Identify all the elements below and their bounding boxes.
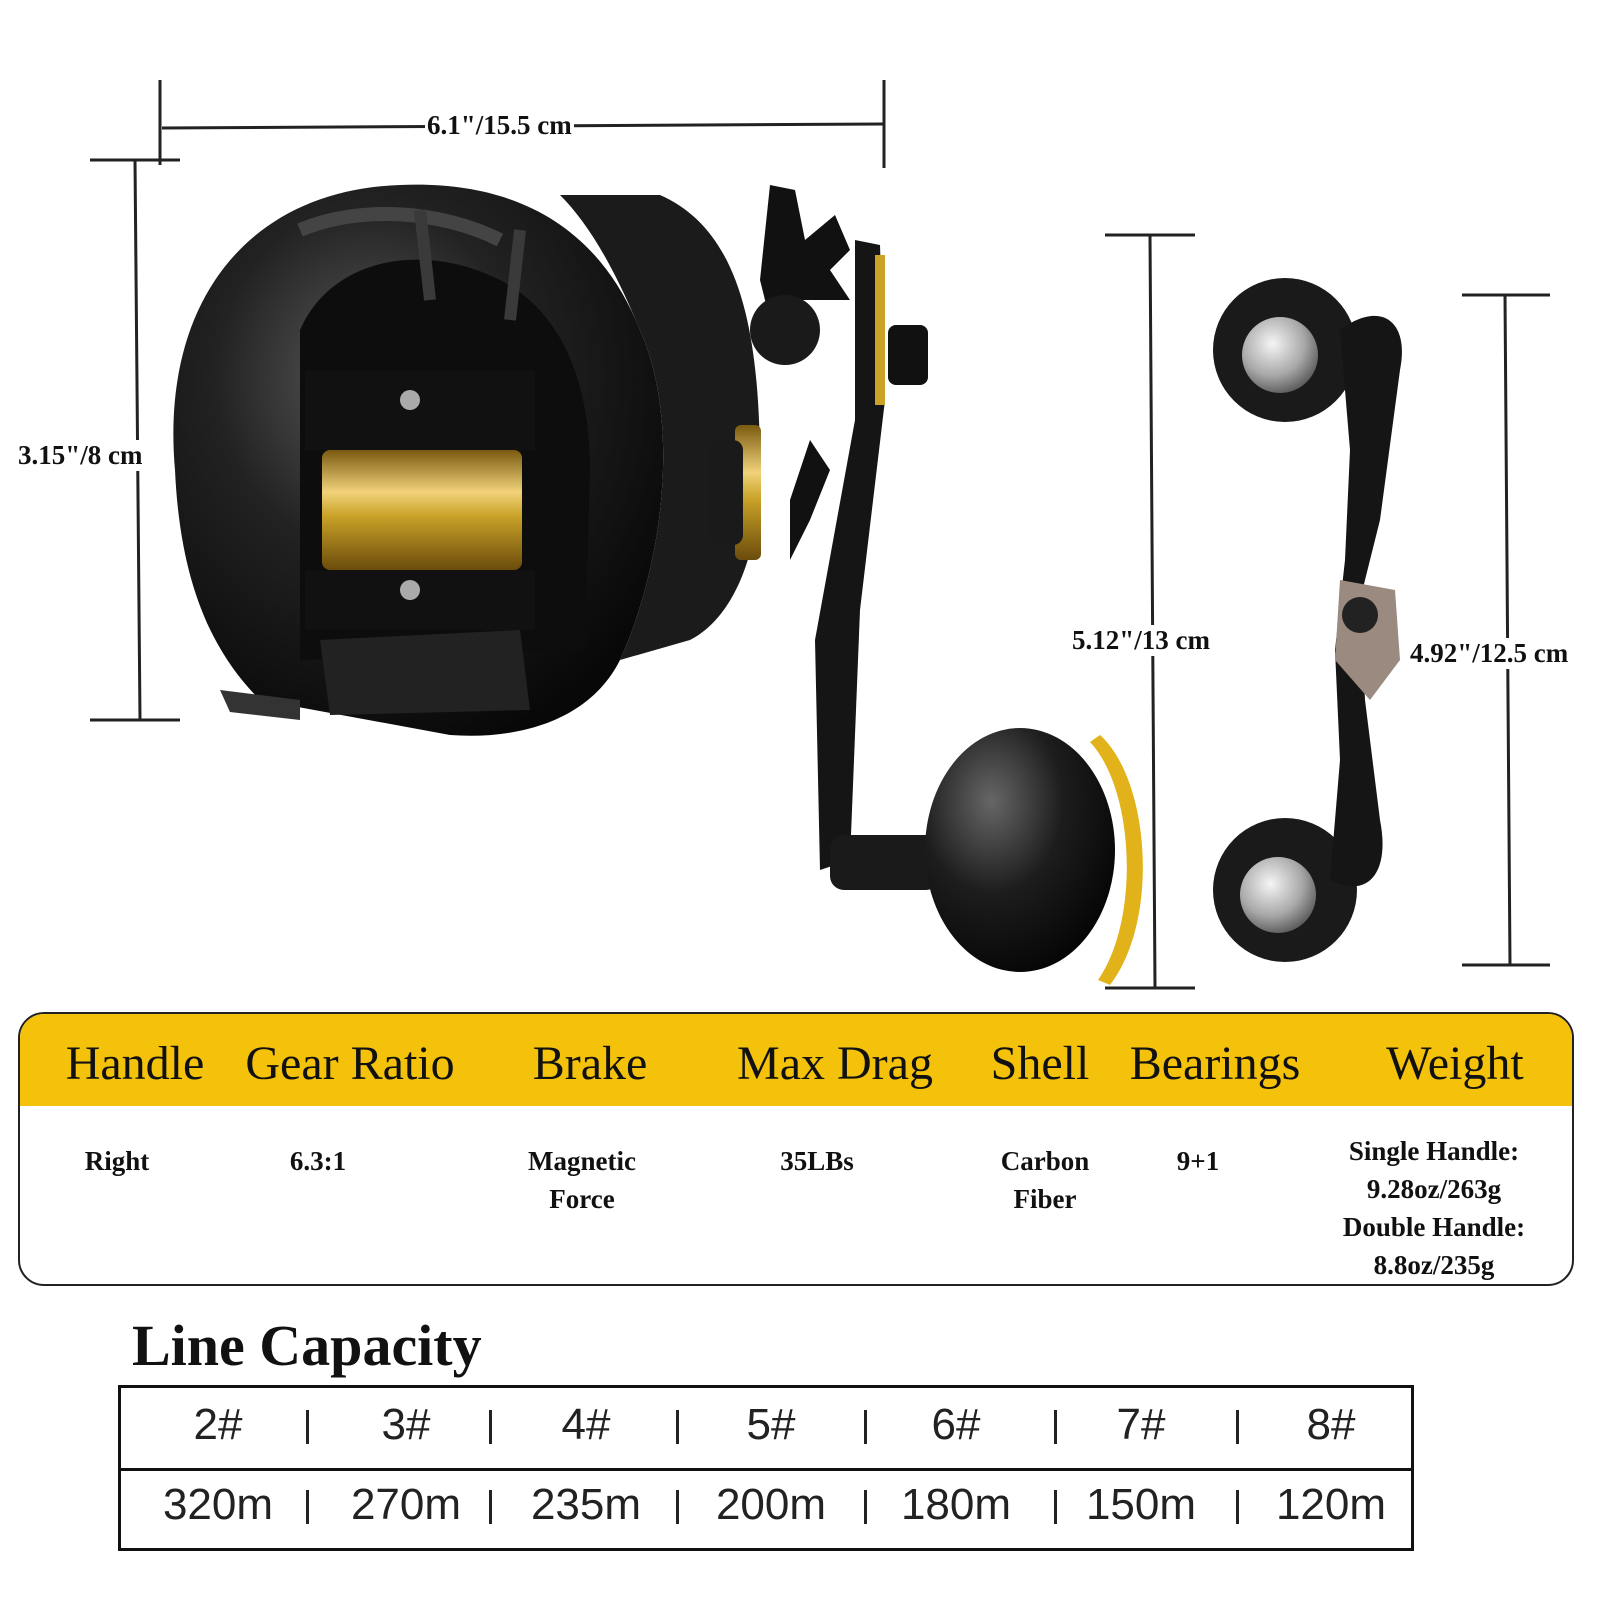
spec-header-weight: Weight — [1386, 1037, 1524, 1090]
column-separator — [1236, 1490, 1239, 1524]
line-length-cell: 270m — [350, 1480, 462, 1529]
column-separator — [306, 1410, 309, 1444]
spec-header-shell: Shell — [990, 1037, 1090, 1090]
spec-header-max-drag: Max Drag — [737, 1037, 933, 1090]
double-handle-length-dimension-line — [1462, 293, 1550, 967]
handle-arm — [815, 240, 940, 890]
line-capacity-table: 2# 3# 4# 5# 6# 7# 8# 320m 270m 235m 200m… — [118, 1385, 1414, 1551]
column-separator — [676, 1410, 679, 1444]
line-length-cell: 320m — [162, 1480, 274, 1529]
line-size-cell: 3# — [381, 1400, 431, 1449]
line-length-cell: 180m — [900, 1480, 1012, 1529]
line-size-cell: 2# — [193, 1400, 243, 1449]
spec-header-handle: Handle — [65, 1037, 205, 1090]
spec-header-brake: Brake — [532, 1037, 648, 1090]
line-length-row: 320m 270m 235m 200m 180m 150m 120m — [121, 1468, 1411, 1548]
width-label: 6.1"/15.5 cm — [425, 110, 574, 141]
spec-header-bearings: Bearings — [1129, 1037, 1301, 1090]
column-separator — [1054, 1410, 1057, 1444]
column-separator — [1236, 1410, 1239, 1444]
spec-value-handle: Right — [84, 1146, 150, 1176]
line-length-cell: 150m — [1085, 1480, 1197, 1529]
column-separator — [1054, 1490, 1057, 1524]
spec-value-gear-ratio: 6.3:1 — [289, 1146, 347, 1176]
spec-value-max-drag: 35LBs — [780, 1146, 854, 1176]
height-label: 3.15"/8 cm — [16, 440, 145, 471]
spec-table: Handle Gear Ratio Brake Max Drag Shell B… — [18, 1012, 1574, 1286]
product-illustration — [90, 80, 1550, 990]
spec-value-bearings: 9+1 — [1176, 1146, 1220, 1176]
column-separator — [306, 1490, 309, 1524]
line-length-cell: 200m — [715, 1480, 827, 1529]
reel-body — [173, 184, 760, 736]
column-separator — [489, 1490, 492, 1524]
power-knob — [925, 728, 1143, 985]
line-capacity-title: Line Capacity — [132, 1313, 482, 1378]
column-separator — [864, 1410, 867, 1444]
line-length-cell: 120m — [1275, 1480, 1387, 1529]
double-handle — [1213, 278, 1402, 962]
column-separator — [864, 1490, 867, 1524]
line-size-cell: 6# — [931, 1400, 981, 1449]
line-size-cell: 7# — [1116, 1400, 1166, 1449]
column-separator — [489, 1410, 492, 1444]
spec-header-gear-ratio: Gear Ratio — [245, 1037, 455, 1090]
spec-header-bar — [20, 1014, 1572, 1106]
line-length-cell: 235m — [530, 1480, 642, 1529]
double-handle-length-label: 4.92"/12.5 cm — [1408, 638, 1571, 669]
handle-length-label: 5.12"/13 cm — [1070, 625, 1212, 656]
line-size-cell: 8# — [1306, 1400, 1356, 1449]
handle-length-dimension-line — [1105, 233, 1195, 990]
column-separator — [676, 1490, 679, 1524]
line-size-cell: 4# — [561, 1400, 611, 1449]
drag-star — [708, 185, 850, 560]
line-size-row: 2# 3# 4# 5# 6# 7# 8# — [121, 1388, 1411, 1471]
line-size-cell: 5# — [746, 1400, 796, 1449]
